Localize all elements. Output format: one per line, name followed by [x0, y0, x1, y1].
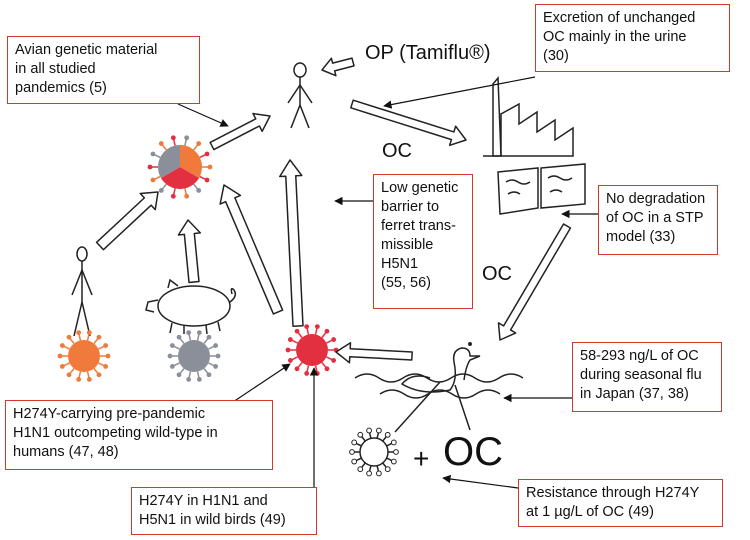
viruses-layer: [57, 135, 399, 477]
factory-drawing: [483, 76, 586, 215]
pointer-arrows: [177, 76, 598, 489]
virus-human-orange: [57, 330, 111, 382]
callout-h274y-humans: H274Y-carrying pre-pandemic H1N1 outcomp…: [5, 400, 273, 470]
drug-label: OP (Tamiflu®): [365, 42, 491, 64]
oc-label-top: OC: [382, 140, 412, 162]
arrow-pandemic-to-human: [209, 112, 271, 151]
human-figure-top: [287, 62, 313, 129]
virus-swine-gray: [167, 330, 221, 382]
callout-resistance: Resistance through H274Y at 1 µg/L of OC…: [518, 479, 723, 527]
arrow-human-to-factory: [350, 99, 467, 147]
arrow-stp-to-water: [497, 223, 572, 341]
flow-arrows-layer: [95, 57, 572, 364]
callout-japan: 58-293 ng/L of OC during seasonal flu in…: [572, 342, 722, 412]
callout-barrier: Low genetic barrier to ferret trans- mis…: [373, 174, 473, 309]
oc-label-mid: OC: [482, 263, 512, 285]
virus-pandemic-mixed: [147, 135, 213, 199]
virus-resistant-outline: [349, 427, 399, 477]
human-figure-left: [71, 246, 93, 337]
oc-label-bottom: OC: [443, 430, 503, 474]
callout-avian: Avian genetic material in all studied pa…: [7, 36, 200, 104]
pointer-avian: [177, 103, 229, 127]
pointer-excretion: [383, 76, 536, 109]
duck-drawing: [354, 342, 524, 433]
pig-drawing: [145, 278, 237, 335]
callout-excretion: Excretion of unchanged OC mainly in the …: [535, 4, 730, 72]
pointer-humans: [229, 363, 291, 405]
callout-degradation: No degradation of OC in a STP model (33): [598, 185, 718, 255]
virus-avian-red: [285, 324, 339, 376]
arrow-virus-to-human: [279, 159, 304, 327]
callout-h274y-birds: H274Y in H1N1 and H5N1 in wild birds (49…: [131, 487, 317, 535]
arrow-virus-to-pandemic: [219, 184, 284, 315]
plus-sign: +: [413, 443, 430, 474]
pointer-resistance: [442, 474, 519, 489]
arrow-drug-to-human: [321, 57, 355, 77]
arrow-human-to-pandemic: [95, 191, 159, 251]
arrow-pig-to-pandemic: [177, 219, 202, 284]
arrow-water-to-virus: [335, 341, 413, 364]
